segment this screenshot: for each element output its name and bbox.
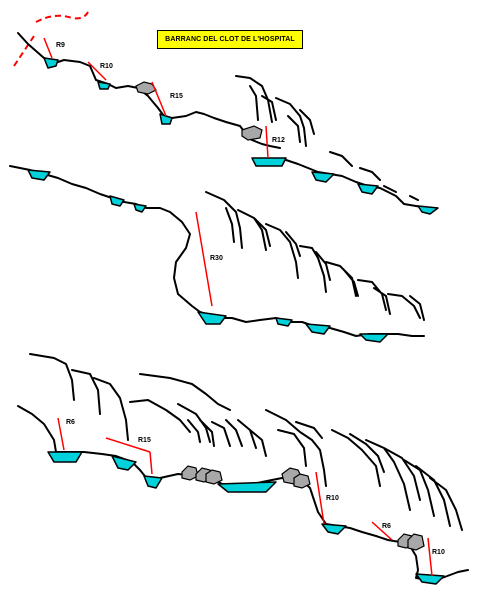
pool [143,475,163,489]
pool [43,57,59,69]
pool [133,203,147,213]
rappel-labels: R9 R10 R15 R12 R30 R6 R15 R10 R6 R10 [56,42,445,556]
pool [197,311,227,325]
rappel-label: R10 [432,549,445,556]
canyon-floor-3 [9,165,425,337]
boulder [241,125,263,141]
pool [217,481,277,493]
rappel-label: R6 [66,419,75,426]
rope-r12 [265,125,269,159]
canyon-rim-1 [235,75,315,147]
rappel-label: R15 [170,93,183,100]
pool [357,183,379,195]
canyon-rim-2 [329,151,419,201]
rappel-label: R30 [210,255,223,262]
pool [109,195,125,207]
pool [47,451,83,463]
rappel-label: R10 [326,495,339,502]
section-2 [9,165,425,343]
rappel-label: R12 [272,137,285,144]
section-3 [17,353,469,585]
diagram-title: BARRANC DEL CLOT DE L'HOSPITAL [157,30,303,49]
rappel-label: R15 [138,437,151,444]
pool [311,171,335,183]
diagram-title-text: BARRANC DEL CLOT DE L'HOSPITAL [165,36,295,43]
approach-trail [13,11,89,67]
pool [321,523,347,535]
boulder [293,473,311,489]
canyon-rim-4b [177,403,463,531]
canyon-rim-4a [29,353,231,441]
rope-r30 [195,211,213,307]
pool [159,113,173,125]
rope-r15 [105,437,151,453]
pool [97,81,111,90]
section-1 [13,11,439,215]
rope-r9 [43,37,53,59]
canyon-floor-4 [17,405,469,581]
pool [27,169,51,181]
pool [111,455,137,471]
pool [417,205,439,215]
boulder [407,533,425,551]
rappel-label: R6 [382,523,391,530]
rappel-label: R10 [100,63,113,70]
rappel-label: R9 [56,42,65,49]
pool [251,157,287,167]
rope-r10 [87,61,107,81]
rope-r10 [315,471,325,525]
pool [275,317,293,327]
canyon-rim-3 [205,191,425,321]
rope-r15 [151,81,167,117]
pool [359,333,389,343]
pool [415,573,445,585]
rope-r6 [57,417,65,451]
rope-r10 [427,537,433,577]
rope-r6 [371,521,393,541]
boulder [205,469,223,485]
pool [305,323,331,335]
rope-r15 [149,451,153,475]
